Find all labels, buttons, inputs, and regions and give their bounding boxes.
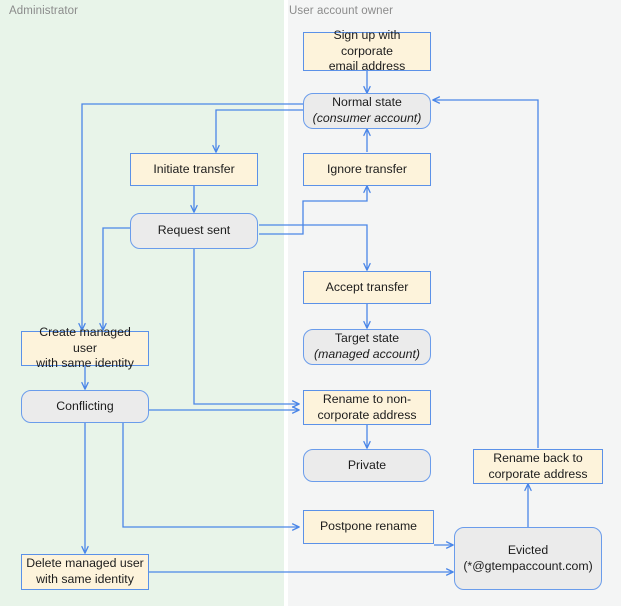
node-evicted[interactable]: Evicted (*@gtempaccount.com) — [454, 527, 602, 590]
node-accept-transfer-text: Accept transfer — [325, 279, 409, 294]
node-evicted-line1: Evicted — [507, 542, 549, 557]
node-normal-state-line2: (consumer account) — [312, 111, 422, 125]
node-ignore-transfer-text: Ignore transfer — [327, 161, 407, 176]
node-postpone-rename-text: Postpone rename — [319, 519, 418, 534]
node-private-text: Private — [347, 457, 387, 472]
lane-label-user-account-owner: User account owner — [289, 5, 394, 17]
node-target-state-line1: Target state — [334, 331, 400, 346]
node-rename-to-noncorporate[interactable]: Rename to non- corporate address — [303, 390, 431, 425]
edge-conflicting-to-postpone — [122, 423, 300, 531]
node-target-state[interactable]: Target state (managed account) — [303, 329, 431, 365]
node-rename-back-to-corporate-line2: corporate address — [488, 466, 588, 481]
edge-request-sent-to-accept — [259, 224, 371, 271]
node-delete-managed-user[interactable]: Delete managed user with same identity — [21, 554, 149, 590]
node-create-managed-user-line1: Create managed user — [39, 324, 131, 355]
node-initiate-transfer-text: Initiate transfer — [153, 161, 235, 176]
node-private[interactable]: Private — [303, 449, 431, 482]
node-evicted-text: Evicted (*@gtempaccount.com) — [463, 543, 592, 574]
edge-request-sent-to-rename-noncorp — [193, 249, 300, 408]
node-conflicting[interactable]: Conflicting — [21, 390, 149, 423]
node-rename-back-to-corporate-text: Rename back to corporate address — [488, 451, 587, 482]
node-evicted-line2: (*@gtempaccount.com) — [463, 558, 593, 573]
node-request-sent-text: Request sent — [157, 223, 231, 238]
lane-administrator — [0, 0, 284, 606]
node-conflicting-text: Conflicting — [56, 398, 114, 413]
node-request-sent[interactable]: Request sent — [130, 213, 258, 249]
node-normal-state-text: Normal state (consumer account) — [313, 95, 422, 126]
node-signup-text: Sign up with corporate email address — [308, 28, 426, 75]
node-signup[interactable]: Sign up with corporate email address — [303, 28, 431, 73]
node-create-managed-user-line2: with same identity — [36, 356, 134, 371]
node-ignore-transfer[interactable]: Ignore transfer — [303, 153, 431, 186]
node-rename-to-noncorporate-text: Rename to non- corporate address — [317, 392, 416, 423]
node-target-state-text: Target state (managed account) — [314, 331, 420, 362]
node-signup-line2: email address — [328, 59, 406, 74]
node-rename-to-noncorporate-line1: Rename to non- — [322, 391, 412, 406]
node-normal-state-line1: Normal state — [332, 95, 402, 110]
node-target-state-line2: (managed account) — [314, 347, 420, 361]
node-create-managed-user-text: Create managed user with same identity — [26, 325, 144, 372]
node-delete-managed-user-line2: with same identity — [36, 572, 134, 586]
node-accept-transfer[interactable]: Accept transfer — [303, 271, 431, 304]
node-postpone-rename[interactable]: Postpone rename — [303, 510, 434, 544]
node-rename-back-to-corporate[interactable]: Rename back to corporate address — [473, 449, 603, 484]
node-initiate-transfer[interactable]: Initiate transfer — [130, 153, 258, 186]
node-signup-line1: Sign up with corporate — [333, 27, 401, 58]
edge-request-sent-to-ignore — [259, 185, 371, 235]
node-rename-back-to-corporate-line1: Rename back to — [493, 450, 583, 465]
edge-request-sent-to-create-managed — [99, 227, 130, 331]
node-create-managed-user[interactable]: Create managed user with same identity — [21, 325, 149, 370]
node-normal-state[interactable]: Normal state (consumer account) — [303, 93, 431, 129]
edge-normal-state-to-create-managed — [78, 103, 303, 331]
edge-rename-back-to-normal-state — [432, 96, 539, 448]
node-delete-managed-user-line1: Delete managed user — [26, 556, 144, 571]
lane-label-administrator: Administrator — [9, 5, 79, 17]
node-rename-to-noncorporate-line2: corporate address — [317, 407, 417, 422]
edge-normal-state-to-initiate — [212, 109, 303, 153]
node-delete-managed-user-text: Delete managed user with same identity — [26, 556, 144, 587]
